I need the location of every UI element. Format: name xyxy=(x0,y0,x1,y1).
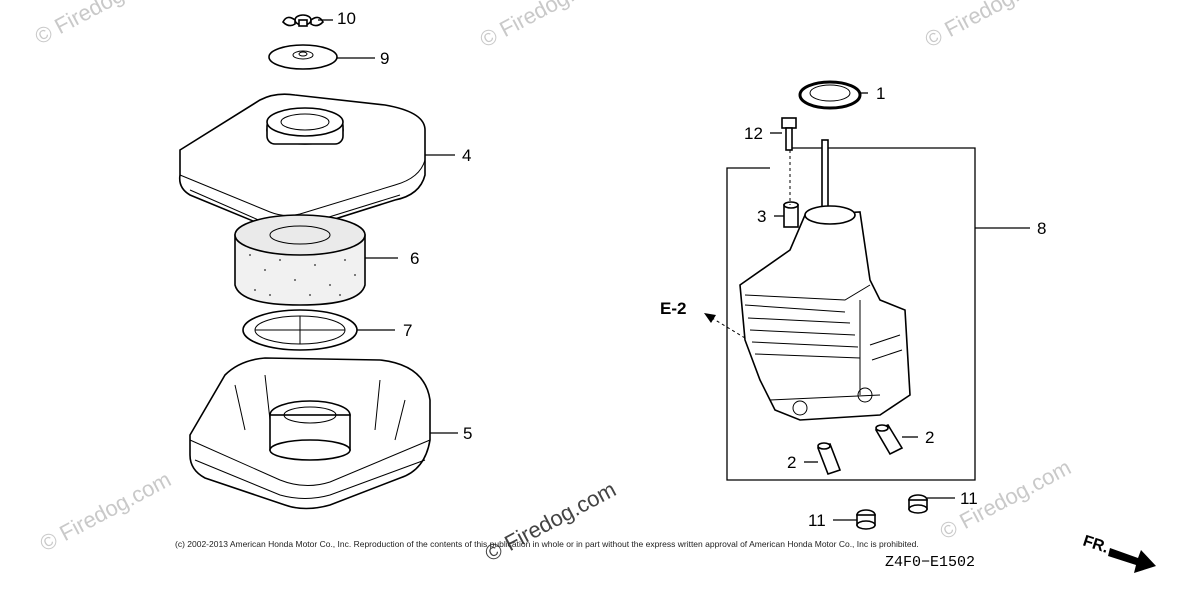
callout-5: 5 xyxy=(463,424,472,443)
part-air-cleaner-case xyxy=(189,357,431,510)
part-elbow-assembly xyxy=(739,139,911,421)
part-cap xyxy=(268,44,338,70)
watermark-bottom-right: © Firedog.com xyxy=(936,454,1075,544)
front-label: FR. xyxy=(1081,533,1111,557)
front-arrow-icon xyxy=(1108,548,1156,573)
callout-11-right: 11 xyxy=(960,489,978,508)
callout-8: 8 xyxy=(1037,219,1046,238)
callout-12: 12 xyxy=(744,124,763,143)
part-nut-left xyxy=(856,509,876,530)
part-air-cleaner-cover xyxy=(178,93,426,233)
part-nut-right xyxy=(908,494,928,514)
assembly-bracket xyxy=(726,147,976,481)
reference-arrow xyxy=(704,313,746,339)
callout-4: 4 xyxy=(462,146,471,165)
callout-2-left: 2 xyxy=(787,453,796,472)
watermark-top-left: © Firedog.com xyxy=(31,0,170,49)
part-wing-nut xyxy=(282,14,324,27)
part-dowel-pin-left xyxy=(816,442,842,476)
callout-11-left: 11 xyxy=(808,511,826,530)
watermark-top-right: © Firedog.com xyxy=(921,0,1060,52)
reference-label: E-2 xyxy=(660,299,686,318)
part-filter-element xyxy=(234,214,366,306)
part-gasket xyxy=(242,309,358,351)
callout-9: 9 xyxy=(380,49,389,68)
callout-3: 3 xyxy=(757,207,766,226)
diagram-code: Z4F0−E1502 xyxy=(885,554,975,571)
watermark-top-center: © Firedog.com xyxy=(476,0,615,52)
callout-6: 6 xyxy=(410,249,419,268)
copyright-notice: (c) 2002-2013 American Honda Motor Co., … xyxy=(175,539,919,549)
callout-10: 10 xyxy=(337,9,356,28)
callout-2-right: 2 xyxy=(925,428,934,447)
callout-7: 7 xyxy=(403,321,412,340)
part-collar xyxy=(783,201,799,228)
part-dowel-pin-right xyxy=(874,423,904,456)
watermark-bottom-left: © Firedog.com xyxy=(36,466,175,556)
part-bolt xyxy=(781,117,797,151)
watermarks: © Firedog.com © Firedog.com © Firedog.co… xyxy=(31,0,1075,566)
front-direction-indicator: FR. xyxy=(1081,533,1156,573)
callout-1: 1 xyxy=(876,84,885,103)
part-seal-ring xyxy=(798,80,862,110)
watermark-center: © Firedog.com xyxy=(481,476,620,566)
